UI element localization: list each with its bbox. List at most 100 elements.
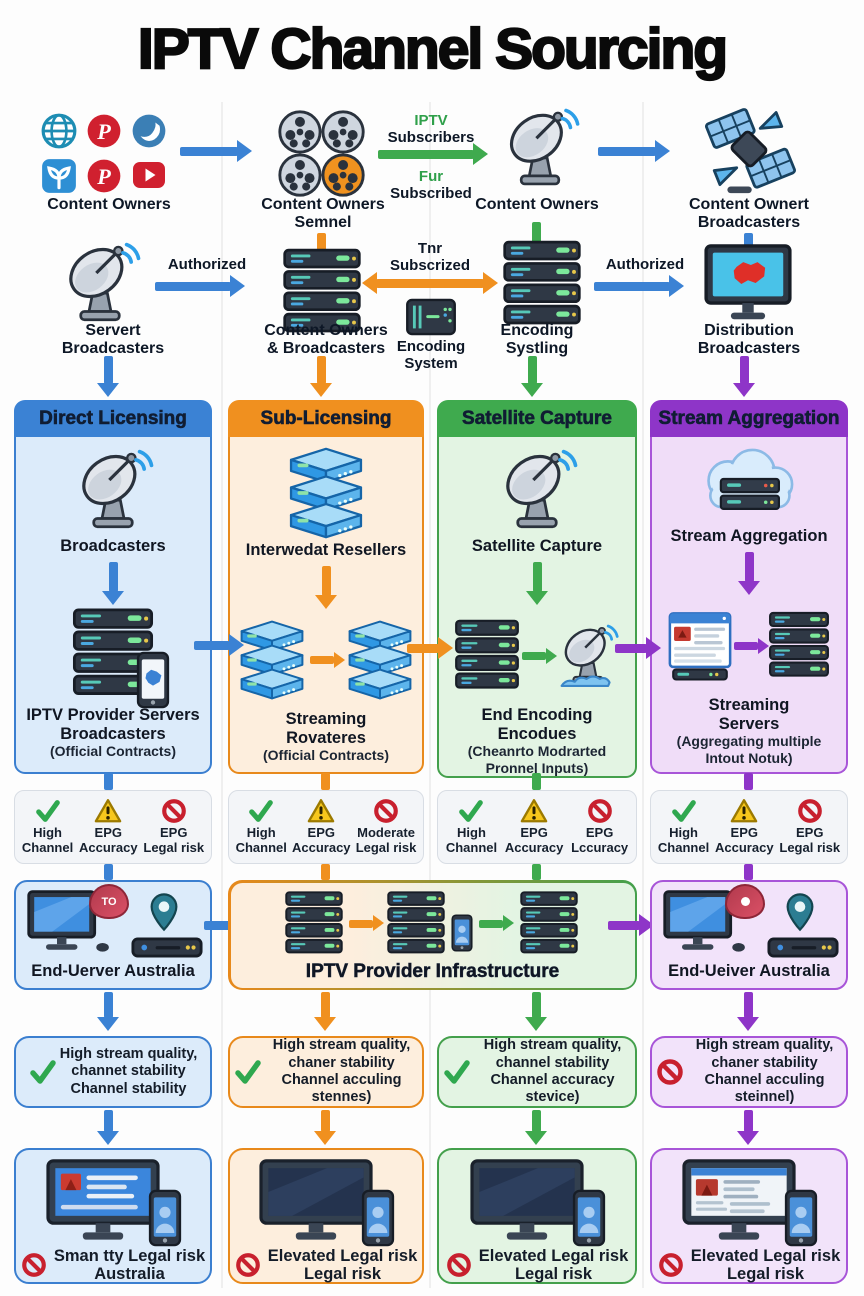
risk-label: Elevated Legal risk Legal risk [267,1247,418,1284]
arrow-right [478,915,514,931]
arrow-authorized-right [594,275,684,297]
ban-icon [587,798,613,824]
stage1-label: Interwedat Resellers [245,541,407,559]
iptv-infrastructure-box: IPTV Provider Infrastructure [228,880,637,990]
server-stack-icon [768,609,830,683]
card-header: Stream Aggregation [650,400,848,437]
satellite-dish-clouds-icon [556,621,620,691]
risk-box-satellite: Elevated Legal risk Legal risk [437,1148,637,1284]
connector [321,773,330,790]
card-header: Direct Licensing [14,400,212,437]
ban-icon [658,1252,684,1278]
arrow-right [734,637,769,654]
blue-server-cubes-icon [284,447,368,539]
check-icon [35,798,61,824]
stage1-label: Broadcasters [60,537,166,555]
quality-box-satellite: High stream quality, channel stability C… [437,1036,637,1108]
arrow-down [314,566,337,610]
browser-window-icon [668,612,732,682]
ban-icon [21,1252,47,1278]
satellite-dish-icon [72,447,154,529]
blue-server-cubes-icon [236,620,308,700]
stage2-note: (Aggregating multiple Intout Notuk) [676,733,822,766]
risk-box-direct: Sman tty Legal risk Australia [14,1148,212,1284]
tv-dark-icon [468,1159,586,1247]
phone-australia-icon [136,651,170,709]
tnr-subscrized-label: Tnr Subscrized [389,240,471,275]
server-stack-icon [454,617,520,695]
column-separator [642,102,644,1288]
quality-box-sub: High stream quality, chaner stability Ch… [228,1036,424,1108]
film-reels-icon [276,108,368,200]
warning-icon [94,799,122,823]
card-header: Satellite Capture [437,400,637,437]
dish-owners-label: Content Owners [475,196,599,213]
risk-label: Sman tty Legal risk Australia [53,1247,206,1284]
pin-bubble: TO [89,884,129,919]
quality-box-aggregation: High stream quality, chaner stability Ch… [650,1036,848,1108]
arrow-dish-to-satellite [598,140,670,162]
stage2-title: IPTV Provider Servers Broadcasters [26,706,200,743]
infrastructure-label: IPTV Provider Infrastructure [305,960,560,982]
phone-icon [361,1189,395,1247]
connector [532,773,541,790]
content-owners-logos [40,112,168,195]
quality-box-direct: High stream quality, channet stability C… [14,1036,212,1108]
satellite-dish-icon [59,240,141,322]
arrow-owners-to-reels [180,140,252,162]
arrow-col2-to-col3 [407,637,453,659]
server-stack-icon [502,240,582,326]
check-icon [248,798,274,824]
card-sub-licensing: Sub-Licensing Interwedat Resellers Strea… [228,400,424,774]
server-stack-icon [281,891,347,957]
stage2-title: End Encoding Encodues [481,706,593,743]
arrow-double-subscrized [362,272,498,294]
phone-icon [148,1189,182,1247]
column-separator [429,102,431,1288]
check-icon [458,798,484,824]
satellite-label: Content Ownert Broadcasters [689,196,809,232]
arrow-to-sub-licensing [310,356,332,397]
settop-box-icon [131,937,203,958]
enduser-label: End-Ueiver Australia [668,962,830,980]
arrow-down [314,1110,336,1145]
arrow-down [737,552,760,596]
stage2-note: (Cheanrto Modrarted Pronnel Inputs) [467,743,607,776]
arrow-col3-to-col4 [615,637,661,659]
card-header: Sub-Licensing [228,400,424,437]
ban-icon [235,1252,261,1278]
arrow-down [101,562,124,606]
sprout-icon [40,157,78,195]
arrow-down [737,1110,759,1145]
column-separator [221,102,223,1288]
encoding-systling-label: Encoding Systling [500,322,574,358]
connector [744,773,753,790]
stage2-title: Streaming Servers [708,696,790,733]
stage1-label: Stream Aggregation [670,527,828,545]
server-stack-icon [383,891,449,957]
monitor-australia-icon [704,244,792,321]
arrow-right [522,647,557,664]
check-icon [234,1058,262,1086]
warning-icon [730,799,758,823]
arrow-to-direct-licensing [97,356,119,397]
encoding-system-label: Encoding System [396,338,466,373]
arrow-label-subscribers: IPTV Subscribers [387,112,475,147]
risk-box-sub: Elevated Legal risk Legal risk [228,1148,424,1284]
cloud-servers-icon [707,448,794,511]
arrow-reels-to-dish [378,143,488,165]
ban-icon [373,798,399,824]
stage2-note: (Official Contracts) [49,743,176,760]
ban-icon [446,1252,472,1278]
location-pin-icon [786,893,814,931]
phone-icon [450,914,473,951]
